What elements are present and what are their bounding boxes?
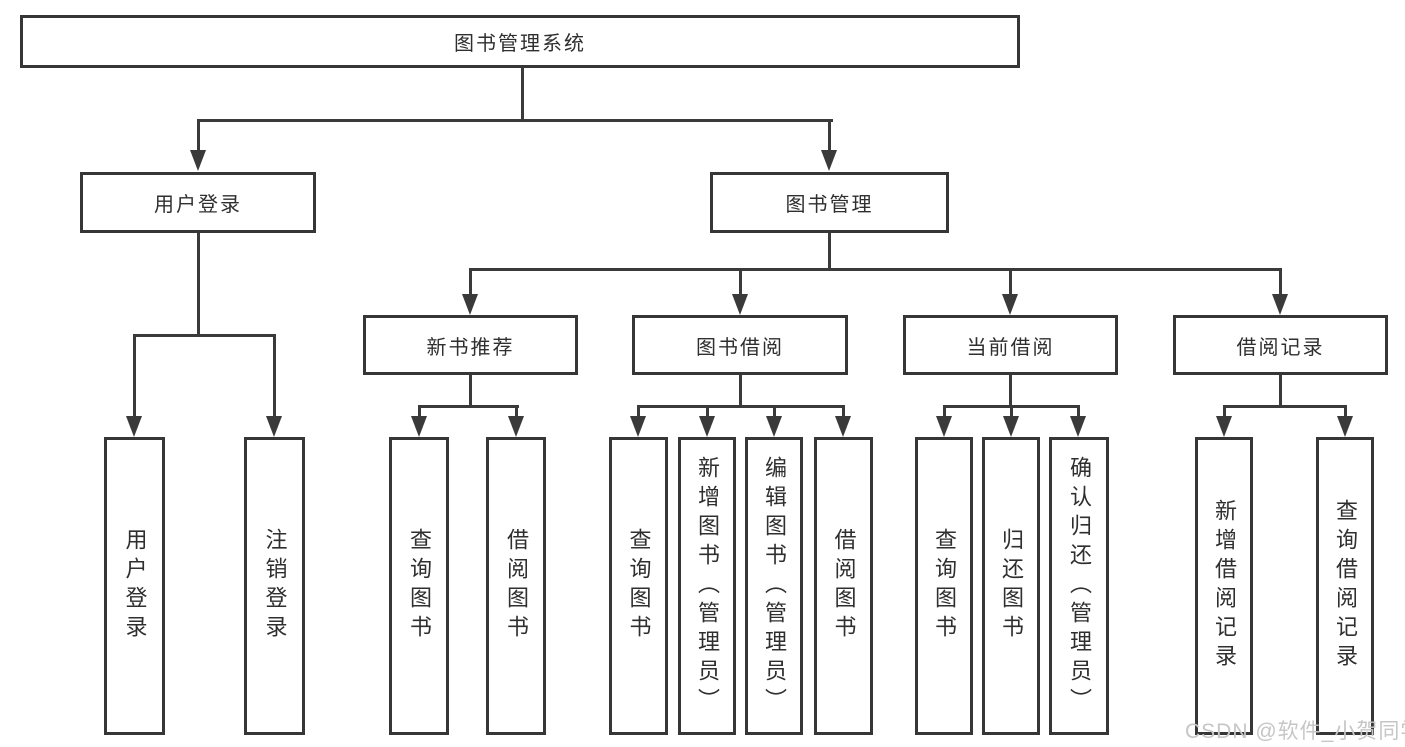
connector-line [637,405,845,408]
connector-line [469,268,472,296]
connector-line [521,68,524,122]
connector-arrowhead [1337,416,1353,437]
leaf-query-books-borrow-label: 查询图书 [626,528,652,644]
connector-line [197,119,833,122]
leaf-query-books-current-label: 查询图书 [932,528,957,644]
connector-line [706,405,709,419]
csdn-watermark: CSDN @软件_小贺同学 [1185,720,1405,743]
node-new-book-recommend: 新书推荐 [363,315,578,375]
leaf-user-login-label: 用户登录 [122,528,148,644]
leaf-query-books-borrow: 查询图书 [609,437,668,735]
connector-arrowhead [1216,416,1232,437]
connector-line [418,405,421,419]
leaf-query-borrow-record: 查询借阅记录 [1316,437,1374,735]
connector-arrowhead [462,294,478,315]
connector-arrowhead [821,150,837,171]
connector-line [197,119,200,153]
leaf-logout-label: 注销登录 [262,528,288,644]
connector-arrowhead [1070,416,1086,437]
node-new-book-recommend-label: 新书推荐 [426,336,515,359]
connector-line [418,405,519,408]
leaf-add-books-admin: 新增图书（管理员） [678,437,736,735]
leaf-query-borrow-record-label: 查询借阅记录 [1333,499,1358,673]
connector-arrowhead [508,416,524,437]
connector-arrowhead [835,416,851,437]
leaf-add-books-admin-label: 新增图书（管理员） [695,455,720,717]
connector-line [133,334,136,418]
leaf-user-login: 用户登录 [104,437,165,735]
connector-line [1009,375,1012,408]
connector-line [1077,405,1080,419]
leaf-return-books: 归还图书 [982,437,1040,735]
connector-arrowhead [766,416,782,437]
leaf-borrow-books-label: 借阅图书 [831,528,857,644]
connector-line [828,233,831,271]
connector-arrowhead [126,416,142,437]
node-current-borrow-label: 当前借阅 [966,336,1055,359]
leaf-return-books-label: 归还图书 [999,528,1024,644]
connector-arrowhead [1003,416,1019,437]
connector-line [469,375,472,408]
leaf-confirm-return-admin-label: 确认归还（管理员） [1067,455,1092,717]
connector-line [515,405,518,419]
connector-line [1223,405,1226,419]
connector-line [739,268,742,296]
node-root-system: 图书管理系统 [20,15,1020,68]
connector-line [1010,405,1013,419]
connector-line [739,375,742,408]
leaf-add-borrow-record-label: 新增借阅记录 [1212,499,1237,673]
node-book-management-label: 图书管理 [785,194,874,216]
leaf-query-books-recommend-label: 查询图书 [407,528,432,644]
node-user-login-label: 用户登录 [154,194,242,216]
connector-line [197,233,200,337]
connector-line [1223,405,1347,408]
connector-arrowhead [1002,294,1018,315]
connector-arrowhead [732,294,748,315]
leaf-borrow-books-recommend-label: 借阅图书 [504,528,529,644]
node-book-management: 图书管理 [710,172,949,233]
connector-line [1279,268,1282,296]
leaf-edit-books-admin: 编辑图书（管理员） [745,437,803,735]
node-user-login: 用户登录 [80,172,316,233]
connector-arrowhead [190,150,206,171]
connector-line [637,405,640,419]
node-current-borrow: 当前借阅 [903,315,1118,375]
node-root-system-label: 图书管理系统 [454,33,586,55]
leaf-borrow-books: 借阅图书 [814,437,873,735]
connector-line [1344,405,1347,419]
connector-line [773,405,776,419]
connector-line [273,334,276,418]
connector-arrowhead [630,416,646,437]
connector-arrowhead [266,416,282,437]
connector-line [469,268,1282,271]
connector-arrowhead [936,416,952,437]
leaf-query-books-recommend: 查询图书 [389,437,449,735]
connector-line [842,405,845,419]
leaf-confirm-return-admin: 确认归还（管理员） [1049,437,1109,735]
leaf-borrow-books-recommend: 借阅图书 [486,437,546,735]
leaf-query-books-current: 查询图书 [915,437,973,735]
leaf-logout: 注销登录 [244,437,305,735]
connector-line [943,405,946,419]
connector-line [133,334,276,337]
connector-line [828,119,831,153]
node-borrow-records: 借阅记录 [1173,315,1388,375]
node-book-borrow: 图书借阅 [632,315,848,375]
connector-arrowhead [699,416,715,437]
node-book-borrow-label: 图书借阅 [696,336,784,359]
connector-arrowhead [1272,294,1288,315]
leaf-add-borrow-record: 新增借阅记录 [1195,437,1253,735]
connector-arrowhead [411,416,427,437]
node-borrow-records-label: 借阅记录 [1236,336,1325,359]
connector-line [1009,268,1012,296]
connector-line [1279,375,1282,408]
leaf-edit-books-admin-label: 编辑图书（管理员） [762,455,787,717]
